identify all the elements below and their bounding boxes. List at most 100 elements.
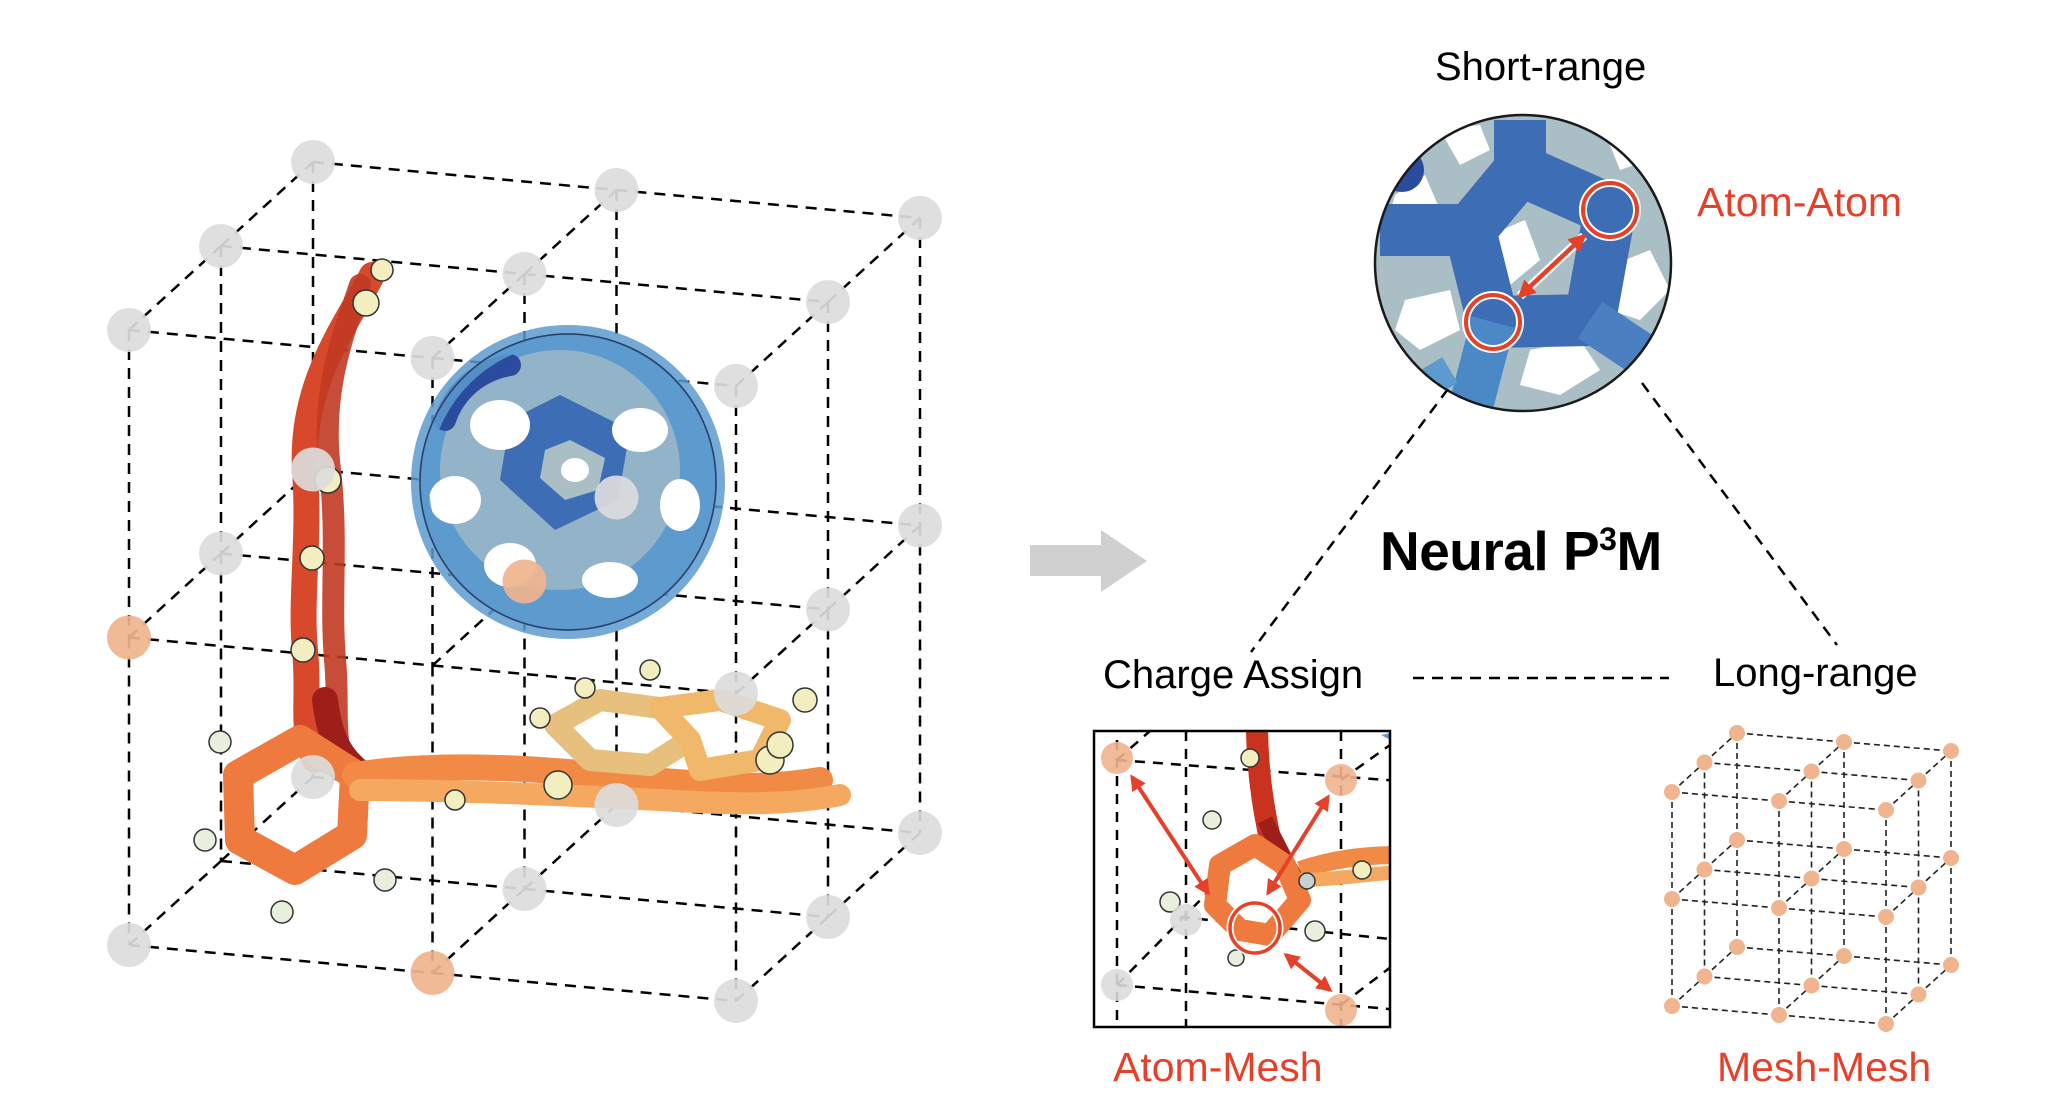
atom-mesh-label: Atom-Mesh bbox=[1113, 1044, 1323, 1090]
mesh-edge bbox=[1885, 779, 1920, 811]
short-range-zoom bbox=[1373, 113, 1673, 413]
atom-atom-label: Atom-Atom bbox=[1697, 179, 1903, 225]
mesh-node bbox=[1836, 734, 1852, 750]
mesh-edge bbox=[1704, 975, 1812, 987]
mesh-node bbox=[1664, 998, 1680, 1014]
mesh-edge bbox=[1917, 750, 1952, 782]
atom-mesh-arrow-3 bbox=[1283, 953, 1333, 992]
title-suffix: M bbox=[1616, 520, 1662, 582]
mesh-node bbox=[199, 531, 243, 576]
title-prefix: Neural P bbox=[1380, 520, 1600, 582]
fullerene-c60 bbox=[411, 325, 725, 639]
grid-edge bbox=[616, 188, 921, 220]
mesh-edge bbox=[1703, 946, 1738, 978]
long-range-label: Long-range bbox=[1713, 651, 1918, 695]
mesh-edge bbox=[1736, 732, 1845, 743]
aromatic-molecule bbox=[193, 258, 851, 924]
mesh-node bbox=[1943, 850, 1959, 866]
mesh-node bbox=[1878, 909, 1894, 925]
mesh-node bbox=[1664, 891, 1680, 907]
mesh-edge bbox=[1671, 868, 1706, 900]
charge-assign-label: Charge Assign bbox=[1103, 653, 1364, 697]
mesh-node bbox=[1878, 802, 1894, 818]
mesh-node-highlighted bbox=[502, 559, 547, 604]
mesh-node bbox=[806, 280, 850, 324]
mesh-node bbox=[1696, 754, 1713, 771]
mesh-node bbox=[1878, 1016, 1894, 1032]
title-superscript: 3 bbox=[1599, 521, 1617, 557]
mesh-node bbox=[1729, 725, 1745, 741]
mesh-node bbox=[1696, 861, 1713, 878]
grid-edge bbox=[128, 943, 433, 975]
grid-edge bbox=[616, 496, 921, 527]
mesh-edge bbox=[1778, 907, 1887, 918]
grid-edge bbox=[524, 272, 829, 304]
mesh-node bbox=[1836, 841, 1852, 857]
mesh-edge bbox=[1811, 984, 1919, 996]
short-range-label: Short-range bbox=[1435, 45, 1647, 89]
mesh-node bbox=[107, 308, 151, 352]
mesh-edge bbox=[1843, 741, 1952, 752]
mesh-node bbox=[291, 755, 335, 799]
grid-edge bbox=[220, 244, 525, 276]
mesh-edge bbox=[1811, 770, 1919, 782]
mesh-edge bbox=[1811, 877, 1919, 889]
mesh-edge bbox=[1843, 955, 1952, 966]
method-title: Neural P3M bbox=[1380, 521, 1662, 579]
grid-edge bbox=[432, 971, 737, 1003]
mesh-node bbox=[199, 224, 243, 268]
mesh-node bbox=[1836, 948, 1852, 964]
long-range-mesh-cube bbox=[1664, 725, 1959, 1032]
mesh-node-highlighted bbox=[410, 951, 455, 995]
mesh-edge bbox=[1843, 848, 1952, 859]
mesh-edge bbox=[1810, 741, 1845, 773]
connector-short-to-long bbox=[1640, 382, 1839, 646]
atom-mesh-arrow-1 bbox=[1130, 774, 1210, 896]
mesh-node bbox=[502, 252, 547, 296]
mesh-node bbox=[1943, 743, 1959, 759]
mesh-node bbox=[107, 923, 151, 967]
mesh-edge bbox=[1736, 839, 1845, 850]
mesh-edge bbox=[1704, 868, 1812, 880]
mesh-node bbox=[1729, 832, 1745, 848]
mesh-node bbox=[1771, 1007, 1787, 1023]
grid-edge bbox=[616, 803, 921, 835]
mesh-node bbox=[594, 783, 639, 827]
atom-mesh-arrow-2 bbox=[1266, 794, 1330, 896]
mesh-edge bbox=[1810, 848, 1845, 880]
mesh-node-highlighted bbox=[107, 615, 151, 660]
mesh-node bbox=[1910, 986, 1927, 1003]
grid-edge bbox=[312, 160, 617, 192]
left-mesh-nodes bbox=[107, 140, 942, 1023]
grid-edge bbox=[128, 328, 433, 360]
mesh-node bbox=[594, 475, 639, 520]
mesh-edge bbox=[1778, 877, 1813, 909]
mesh-node bbox=[898, 503, 942, 548]
mesh-edge bbox=[1671, 975, 1706, 1007]
mesh-node bbox=[898, 811, 942, 855]
grid-edge bbox=[128, 636, 433, 667]
mesh-node bbox=[1729, 939, 1745, 955]
mesh-edge bbox=[1671, 791, 1780, 802]
mesh-node bbox=[1910, 772, 1927, 789]
mesh-node bbox=[291, 140, 335, 184]
mesh-node bbox=[898, 196, 942, 240]
mesh-edge bbox=[1704, 761, 1812, 773]
mesh-edge bbox=[1810, 955, 1845, 987]
mesh-node bbox=[1803, 763, 1820, 780]
mesh-edge bbox=[1917, 857, 1952, 889]
grid-edge bbox=[220, 859, 525, 891]
mesh-node bbox=[1803, 870, 1820, 887]
mesh-edge bbox=[1671, 761, 1706, 793]
mesh-node bbox=[714, 364, 758, 408]
mesh-edge bbox=[1778, 770, 1813, 802]
mesh-node bbox=[502, 867, 547, 911]
mesh-node bbox=[1664, 784, 1680, 800]
mesh-node bbox=[1771, 900, 1787, 916]
connector-short-to-charge bbox=[1249, 388, 1450, 653]
mesh-edge bbox=[1703, 732, 1738, 764]
mesh-edge bbox=[1671, 1005, 1780, 1016]
charge-assign-zoom bbox=[1092, 729, 1392, 1029]
mesh-edge bbox=[1778, 984, 1813, 1016]
